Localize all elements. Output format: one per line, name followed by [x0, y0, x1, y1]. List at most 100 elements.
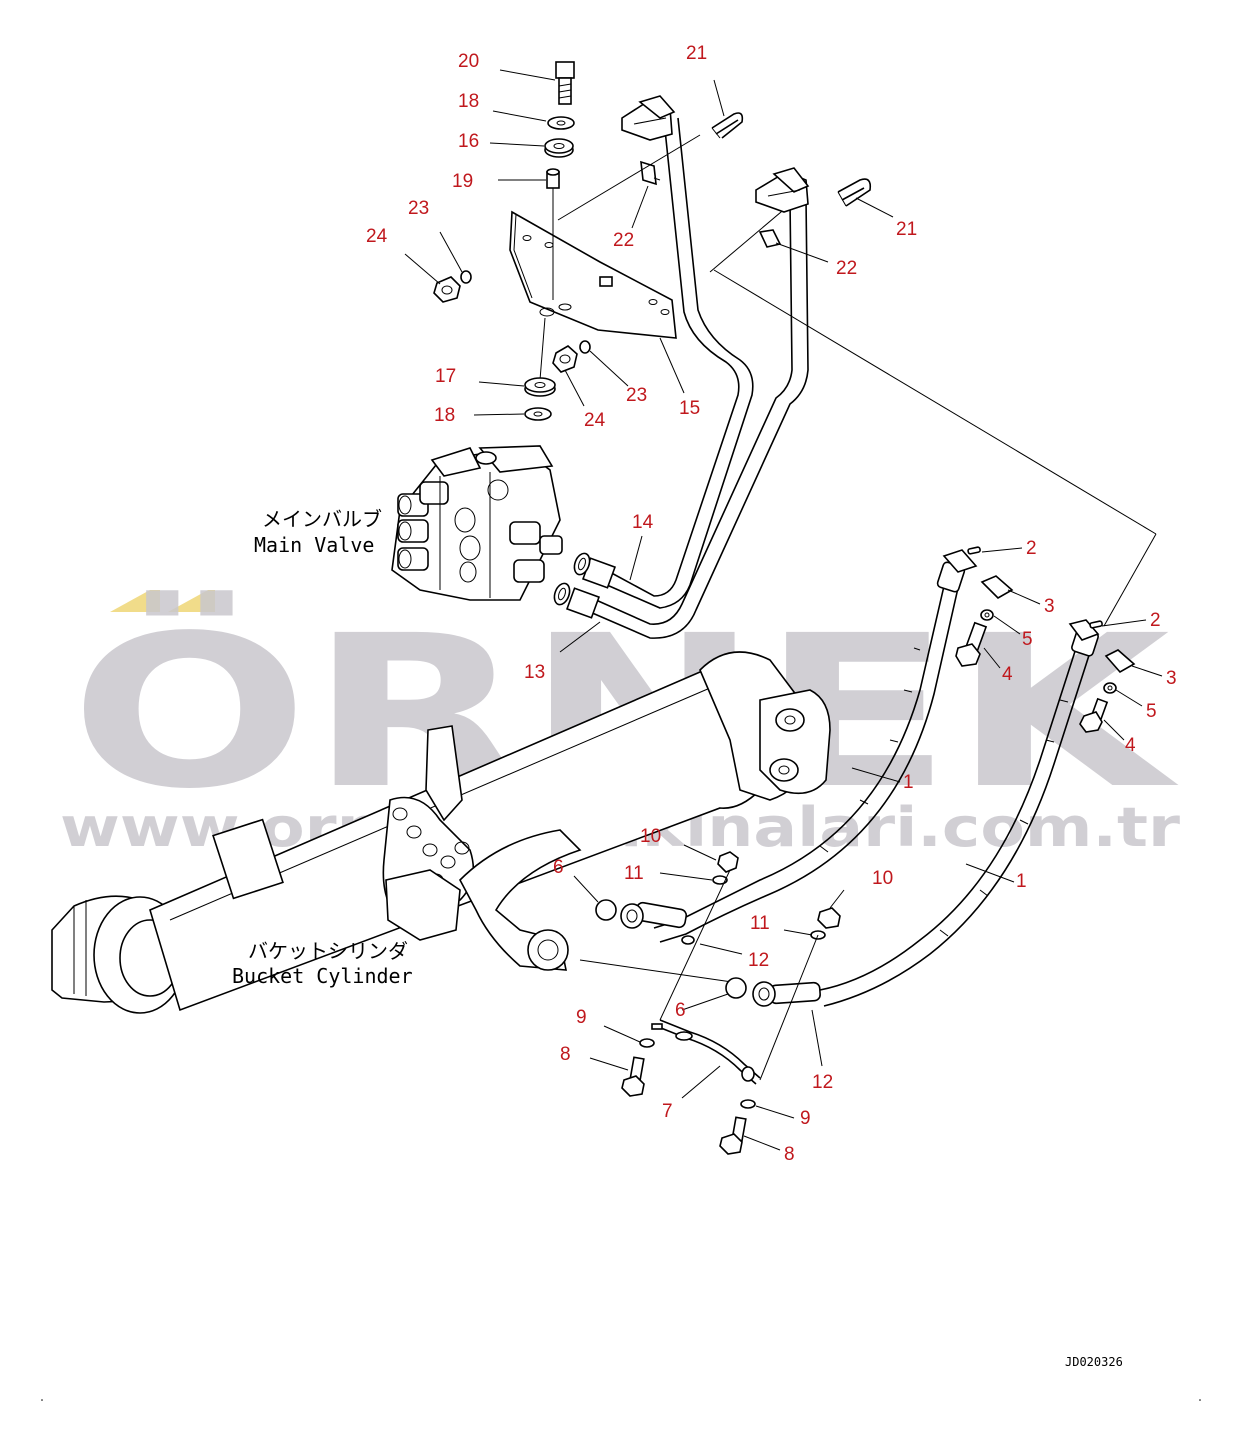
callout-11-right: 11 — [750, 913, 770, 934]
callout-5-right: 5 — [1146, 701, 1157, 722]
nut-24-left — [433, 276, 461, 303]
callout-10-left: 10 — [640, 826, 661, 847]
callout-10-right: 10 — [872, 868, 893, 889]
callout-16: 16 — [458, 131, 479, 152]
callout-9-left: 9 — [576, 1007, 587, 1028]
bolt-8-left — [621, 1056, 645, 1097]
collar-19 — [546, 168, 560, 189]
cylinder-clamp — [382, 725, 475, 941]
callout-19: 19 — [452, 171, 473, 192]
callout-12-right: 12 — [812, 1072, 833, 1093]
cylinder-head — [699, 651, 831, 801]
tubes-13-14 — [553, 95, 810, 653]
tube-fitting-13 — [553, 582, 601, 619]
clamp-3-left — [980, 575, 1014, 599]
cap-6-right — [725, 977, 747, 999]
callout-15: 15 — [679, 398, 700, 419]
drawing-id: JD020326 — [1065, 1355, 1123, 1369]
callout-1-right: 1 — [1016, 871, 1027, 892]
callout-18-top: 18 — [458, 91, 479, 112]
washer-9-right — [740, 1099, 756, 1109]
callout-18-bottom: 18 — [434, 405, 455, 426]
callout-14: 14 — [632, 512, 654, 533]
callout-24-bottom: 24 — [584, 410, 606, 431]
main-valve-label-en: Main Valve — [254, 533, 374, 557]
watermark-accent-left — [110, 590, 160, 612]
corner-mark-left — [41, 1399, 43, 1401]
callout-20: 20 — [458, 51, 479, 72]
callout-8-left: 8 — [560, 1044, 571, 1065]
callout-21-top: 21 — [686, 43, 707, 64]
spacer-17 — [524, 377, 556, 397]
watermark-accent-right — [168, 590, 215, 612]
callout-5-left: 5 — [1022, 629, 1033, 650]
cap-6-left — [595, 899, 617, 921]
washer-5-left — [980, 609, 994, 621]
u-bolt-21-right — [837, 178, 872, 207]
bolt-4-left — [955, 621, 988, 667]
nut-10-right — [817, 907, 841, 929]
hose-fitting-top-left — [936, 549, 978, 593]
washer-23-left — [460, 270, 472, 284]
bucket-cylinder-label-en: Bucket Cylinder — [232, 964, 413, 988]
ground-strap-7 — [651, 1019, 761, 1085]
nut-24-right — [552, 345, 578, 373]
washer-18-bottom — [524, 407, 552, 421]
washer-11-left — [712, 875, 728, 885]
washer-9-left — [639, 1038, 655, 1048]
cylinder-port-fitting — [527, 929, 569, 971]
nut-10-left — [717, 851, 739, 873]
clamp-3-right — [1104, 649, 1136, 674]
tube-block-top-right — [755, 167, 810, 213]
lower-hardware — [573, 844, 845, 1155]
washer-18-top — [547, 116, 575, 130]
seal-12-left — [681, 935, 695, 945]
callout-17: 17 — [435, 366, 456, 387]
bracket-leaders — [404, 69, 894, 416]
spacer-16 — [544, 138, 574, 158]
hose-fitting-top-right — [1068, 619, 1100, 657]
o-ring-2-left — [967, 546, 981, 555]
callout-23-bottom: 23 — [626, 385, 647, 406]
callout-12-left: 12 — [748, 950, 769, 971]
tube-block-top-left — [621, 95, 676, 141]
bucket-cylinder: バケットシリンダ Bucket Cylinder — [51, 651, 831, 1014]
hose-fitting-bottom-right — [752, 981, 821, 1007]
hose-fitting-bottom-left — [620, 901, 688, 929]
clip-22-left — [640, 160, 661, 186]
washer-5-right — [1103, 682, 1117, 694]
washer-23-right — [579, 340, 591, 354]
callout-13: 13 — [524, 662, 545, 683]
callout-22-left: 22 — [613, 230, 634, 251]
callout-1-left: 1 — [903, 772, 914, 793]
callout-labels: 20 18 16 19 23 24 21 22 21 22 17 18 24 2… — [366, 43, 1177, 1165]
hose-clamp-hardware — [713, 269, 1163, 741]
callout-7: 7 — [662, 1101, 673, 1122]
u-bolt-21-top — [711, 112, 744, 139]
callout-4-right: 4 — [1125, 735, 1136, 756]
corner-mark-right — [1199, 1399, 1201, 1401]
callout-6-right: 6 — [675, 1000, 686, 1021]
callout-23-top: 23 — [408, 198, 429, 219]
callout-22-right: 22 — [836, 258, 857, 279]
bucket-cylinder-label-jp: バケットシリンダ — [248, 939, 408, 963]
callout-2-right: 2 — [1150, 610, 1161, 631]
callout-6-left: 6 — [553, 857, 564, 878]
bolt-20 — [555, 61, 575, 105]
main-valve-label-jp: メインバルブ — [262, 507, 382, 531]
callout-9-right: 9 — [800, 1108, 811, 1129]
callout-3-right: 3 — [1166, 668, 1177, 689]
bracket-assembly — [404, 61, 894, 421]
callout-3-left: 3 — [1044, 596, 1055, 617]
o-ring-2-right — [1089, 620, 1103, 629]
bolt-4-right — [1079, 697, 1109, 733]
callout-4-left: 4 — [1002, 664, 1013, 685]
callout-21-right: 21 — [896, 219, 917, 240]
bracket-plate-15 — [509, 210, 677, 339]
tube-fitting-14 — [573, 552, 617, 589]
callout-2-left: 2 — [1026, 538, 1037, 559]
clip-22-right — [758, 229, 782, 248]
callout-8-right: 8 — [784, 1144, 795, 1165]
main-valve: メインバルブ Main Valve — [254, 445, 563, 601]
